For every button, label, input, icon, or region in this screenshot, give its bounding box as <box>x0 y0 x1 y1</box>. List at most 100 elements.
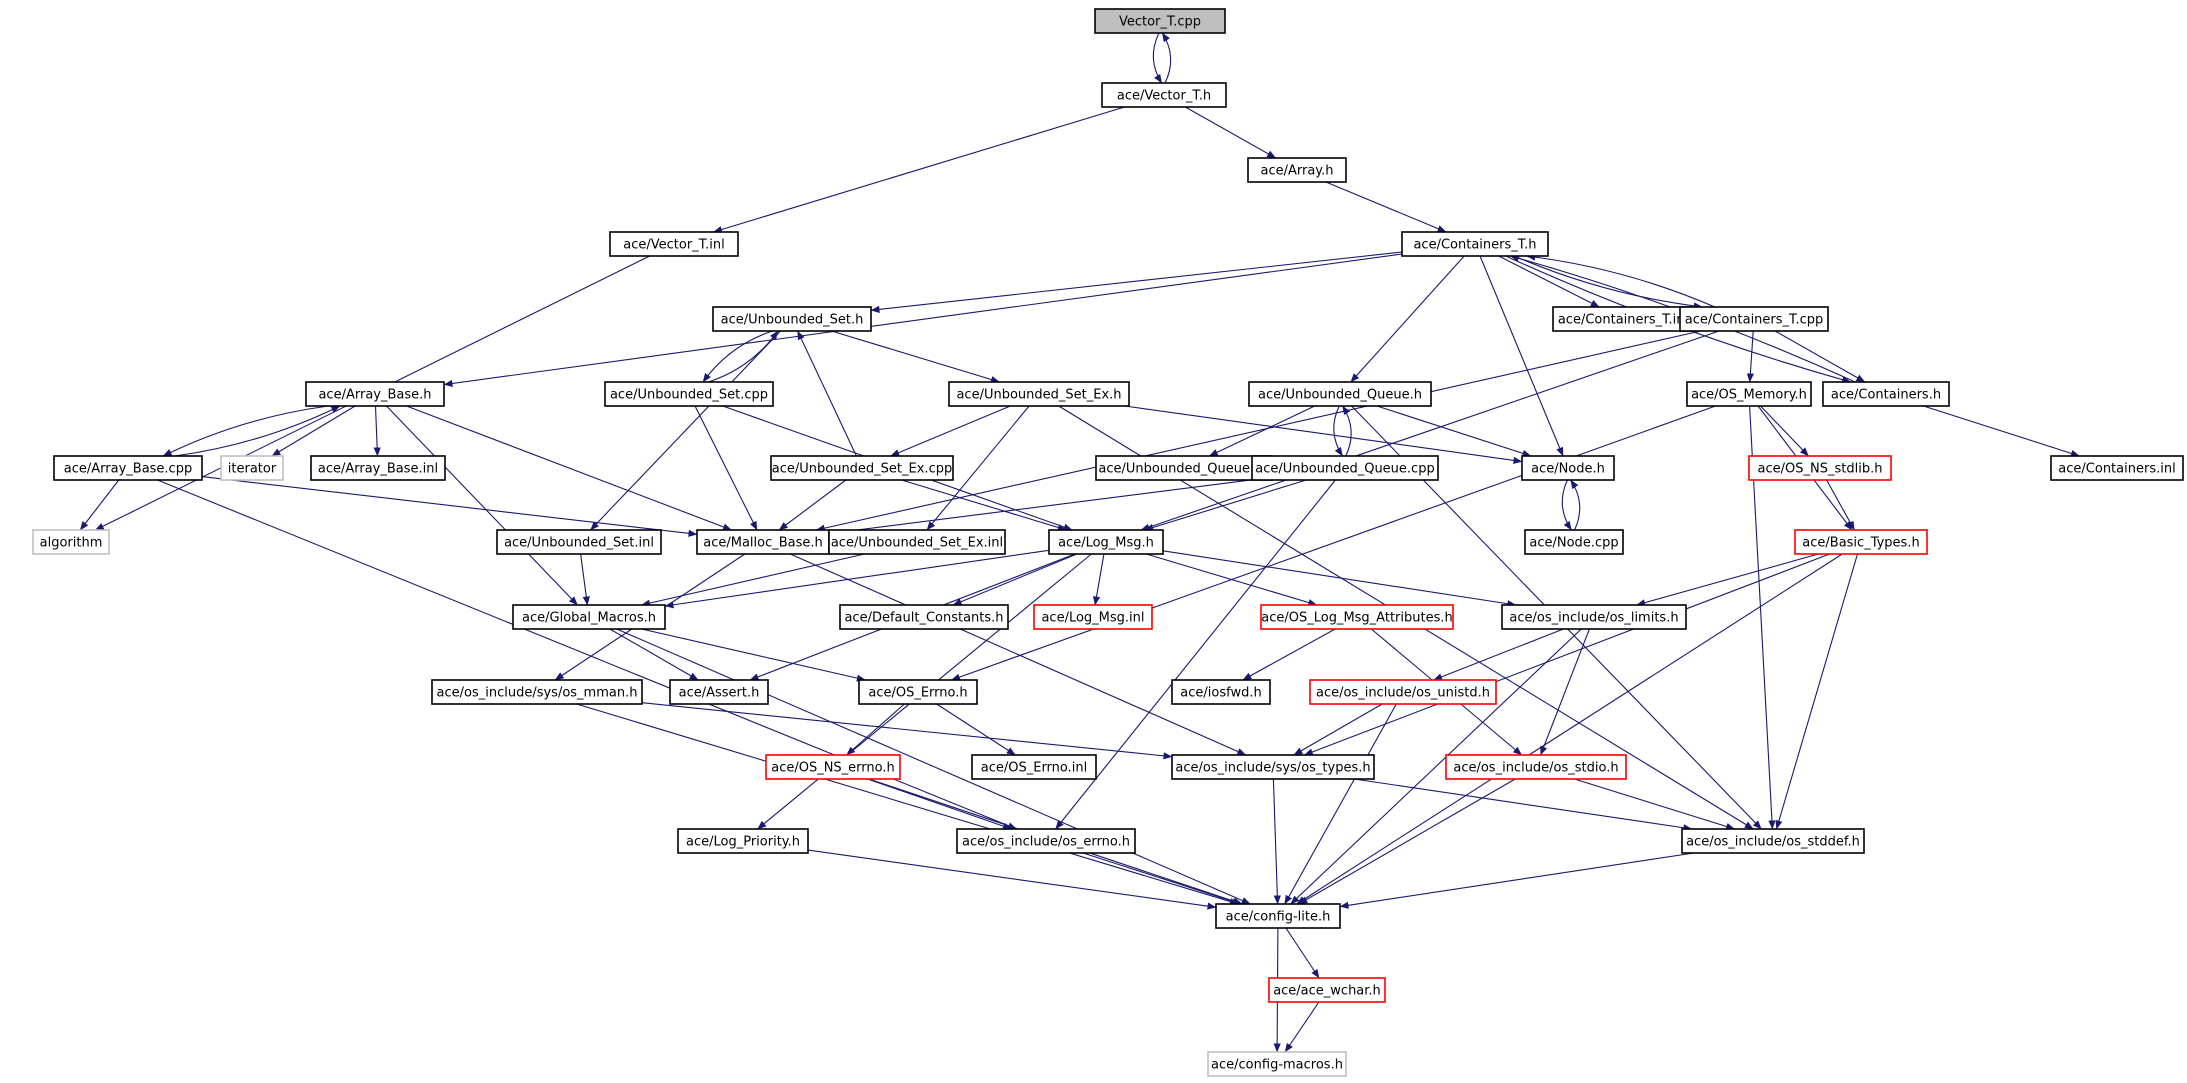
node-label: ace/Unbounded_Queue.inl <box>1098 462 1269 477</box>
node-label: ace/Basic_Types.h <box>1802 536 1919 551</box>
file-node-unbounded-set-cpp[interactable]: ace/Unbounded_Set.cpp <box>604 381 774 407</box>
file-node-array-base-inl[interactable]: ace/Array_Base.inl <box>310 455 446 481</box>
file-node-node-cpp[interactable]: ace/Node.cpp <box>1524 529 1624 555</box>
file-node-array-base-h[interactable]: ace/Array_Base.h <box>305 381 445 407</box>
node-box <box>496 529 662 555</box>
node-box <box>1552 306 1694 332</box>
node-label: ace/Array_Base.cpp <box>64 462 192 477</box>
edge-containers-t-h-to-unbounded-set-h <box>870 251 1403 313</box>
edge-unbounded-set-ex-h-to-node-h <box>1124 405 1523 464</box>
edge-os-limits-h-to-os-unistd-h <box>1433 628 1564 681</box>
file-node-os-errno-h[interactable]: ace/OS_Errno.h <box>858 679 978 705</box>
file-node-log-priority-h[interactable]: ace/Log_Priority.h <box>677 828 809 854</box>
file-node-unbounded-queue-h[interactable]: ace/Unbounded_Queue.h <box>1248 381 1432 407</box>
file-node-containers-t-h[interactable]: ace/Containers_T.h <box>1401 231 1549 257</box>
edge-unbounded-set-ex-cpp-to-malloc-base-h <box>778 479 847 531</box>
edge-node-cpp-to-node-h <box>1570 479 1581 531</box>
node-label: ace/Unbounded_Set.h <box>721 313 864 328</box>
edge-unbounded-set-h-to-unbounded-set-cpp <box>702 330 773 383</box>
file-node-iterator[interactable]: iterator <box>220 455 284 481</box>
edge-basic-types-h-to-os-limits-h <box>1636 553 1819 607</box>
file-node-vector-t-cpp[interactable]: Vector_T.cpp <box>1094 8 1226 34</box>
node-label: ace/config-lite.h <box>1226 910 1331 925</box>
edge-unbounded-set-h-to-unbounded-set-inl <box>590 330 781 531</box>
node-box <box>1171 754 1375 780</box>
file-node-log-msg-inl[interactable]: ace/Log_Msg.inl <box>1033 604 1153 630</box>
node-box <box>310 455 446 481</box>
file-node-containers-h[interactable]: ace/Containers.h <box>1822 381 1950 407</box>
file-node-global-macros-h[interactable]: ace/Global_Macros.h <box>512 604 666 630</box>
edge-array-base-cpp-to-malloc-base-h <box>201 476 698 537</box>
edge-unbounded-set-ex-h-to-unbounded-set-ex-cpp <box>890 405 1011 457</box>
node-label: ace/Unbounded_Set.cpp <box>610 388 768 403</box>
node-box <box>1794 529 1928 555</box>
file-node-node-h[interactable]: ace/Node.h <box>1521 455 1615 481</box>
file-node-unbounded-set-ex-cpp[interactable]: ace/Unbounded_Set_Ex.cpp <box>770 455 954 481</box>
edge-containers-t-cpp-to-os-memory-h <box>1746 330 1754 383</box>
node-label: ace/os_include/os_unistd.h <box>1316 686 1490 701</box>
edge-os-ns-stdlib-h-to-basic-types-h <box>1826 479 1855 531</box>
file-node-os-errno-inl[interactable]: ace/OS_Errno.inl <box>971 754 1097 780</box>
file-node-log-msg-h[interactable]: ace/Log_Msg.h <box>1048 529 1164 555</box>
file-node-array-base-cpp[interactable]: ace/Array_Base.cpp <box>53 455 203 481</box>
edge-os-unistd-h-to-config-lite-h <box>1284 703 1397 905</box>
node-label: ace/Containers_T.h <box>1413 238 1536 253</box>
node-label: ace/Log_Msg.h <box>1058 536 1154 551</box>
file-node-sys-os-mman-h[interactable]: ace/os_include/sys/os_mman.h <box>431 679 643 705</box>
edge-unbounded-set-cpp-to-malloc-base-h <box>694 405 758 531</box>
file-node-vector-t-inl[interactable]: ace/Vector_T.inl <box>609 231 739 257</box>
edge-unbounded-queue-cpp-to-os-include-errno-h <box>1055 479 1336 830</box>
file-node-os-ns-errno-h[interactable]: ace/OS_NS_errno.h <box>765 754 901 780</box>
file-node-unbounded-set-ex-h[interactable]: ace/Unbounded_Set_Ex.h <box>948 381 1130 407</box>
edge-os-memory-h-to-os-errno-h <box>951 405 1716 681</box>
file-node-containers-t-cpp[interactable]: ace/Containers_T.cpp <box>1679 306 1829 332</box>
node-box <box>1101 82 1227 108</box>
node-box <box>696 529 830 555</box>
node-label: ace/Global_Macros.h <box>522 611 656 626</box>
file-node-malloc-base-h[interactable]: ace/Malloc_Base.h <box>696 529 830 555</box>
node-box <box>956 828 1136 854</box>
file-node-default-constants-h[interactable]: ace/Default_Constants.h <box>839 604 1009 630</box>
file-node-config-macros-h[interactable]: ace/config-macros.h <box>1207 1051 1347 1077</box>
node-label: ace/Unbounded_Set.inl <box>504 536 654 551</box>
edge-log-priority-h-to-config-lite-h <box>807 849 1217 910</box>
file-node-unbounded-set-ex-inl[interactable]: ace/Unbounded_Set_Ex.inl <box>828 529 1006 555</box>
edge-unbounded-set-h-to-unbounded-set-ex-h <box>831 330 1000 383</box>
file-node-ace-wchar-h[interactable]: ace/ace_wchar.h <box>1268 977 1386 1003</box>
file-node-iosfwd-h[interactable]: ace/iosfwd.h <box>1171 679 1271 705</box>
file-node-containers-inl[interactable]: ace/Containers.inl <box>2050 455 2184 481</box>
file-node-assert-h[interactable]: ace/Assert.h <box>669 679 769 705</box>
file-node-vector-t-h[interactable]: ace/Vector_T.h <box>1101 82 1227 108</box>
node-label: ace/Node.h <box>1531 462 1605 477</box>
file-node-containers-t-inl[interactable]: ace/Containers_T.inl <box>1552 306 1694 332</box>
file-node-unbounded-set-inl[interactable]: ace/Unbounded_Set.inl <box>496 529 662 555</box>
file-node-unbounded-set-h[interactable]: ace/Unbounded_Set.h <box>712 306 872 332</box>
edge-array-base-h-to-array-base-inl <box>373 405 381 457</box>
node-label: ace/os_include/os_stddef.h <box>1686 835 1860 850</box>
file-node-os-log-msg-attributes-h[interactable]: ace/OS_Log_Msg_Attributes.h <box>1260 604 1454 630</box>
file-node-sys-os-types-h[interactable]: ace/os_include/sys/os_types.h <box>1171 754 1375 780</box>
file-node-os-ns-stdlib-h[interactable]: ace/OS_NS_stdlib.h <box>1748 455 1892 481</box>
edge-os-stddef-h-to-config-lite-h <box>1339 852 1694 909</box>
file-node-os-unistd-h[interactable]: ace/os_include/os_unistd.h <box>1309 679 1497 705</box>
file-node-os-stdio-h[interactable]: ace/os_include/os_stdio.h <box>1445 754 1627 780</box>
file-node-unbounded-queue-cpp[interactable]: ace/Unbounded_Queue.cpp <box>1251 455 1439 481</box>
edge-unbounded-set-inl-to-global-macros-h <box>580 553 590 606</box>
edge-basic-types-h-to-sys-os-types-h <box>1303 553 1830 756</box>
file-node-os-include-errno-h[interactable]: ace/os_include/os_errno.h <box>956 828 1136 854</box>
file-node-basic-types-h[interactable]: ace/Basic_Types.h <box>1794 529 1928 555</box>
node-label: ace/Node.cpp <box>1529 536 1618 551</box>
file-node-algorithm[interactable]: algorithm <box>32 529 110 555</box>
file-node-os-memory-h[interactable]: ace/OS_Memory.h <box>1686 381 1812 407</box>
node-box <box>1094 8 1226 34</box>
node-box <box>1309 679 1497 705</box>
file-node-unbounded-queue-inl[interactable]: ace/Unbounded_Queue.inl <box>1095 455 1273 481</box>
file-node-config-lite-h[interactable]: ace/config-lite.h <box>1215 903 1341 929</box>
node-box <box>1501 604 1687 630</box>
edge-os-memory-h-to-os-ns-stdlib-h <box>1760 405 1809 457</box>
file-node-array-h[interactable]: ace/Array.h <box>1247 157 1347 183</box>
file-node-os-stddef-h[interactable]: ace/os_include/os_stddef.h <box>1681 828 1865 854</box>
node-box <box>305 381 445 407</box>
node-label: ace/ace_wchar.h <box>1273 984 1381 999</box>
file-node-os-limits-h[interactable]: ace/os_include/os_limits.h <box>1501 604 1687 630</box>
